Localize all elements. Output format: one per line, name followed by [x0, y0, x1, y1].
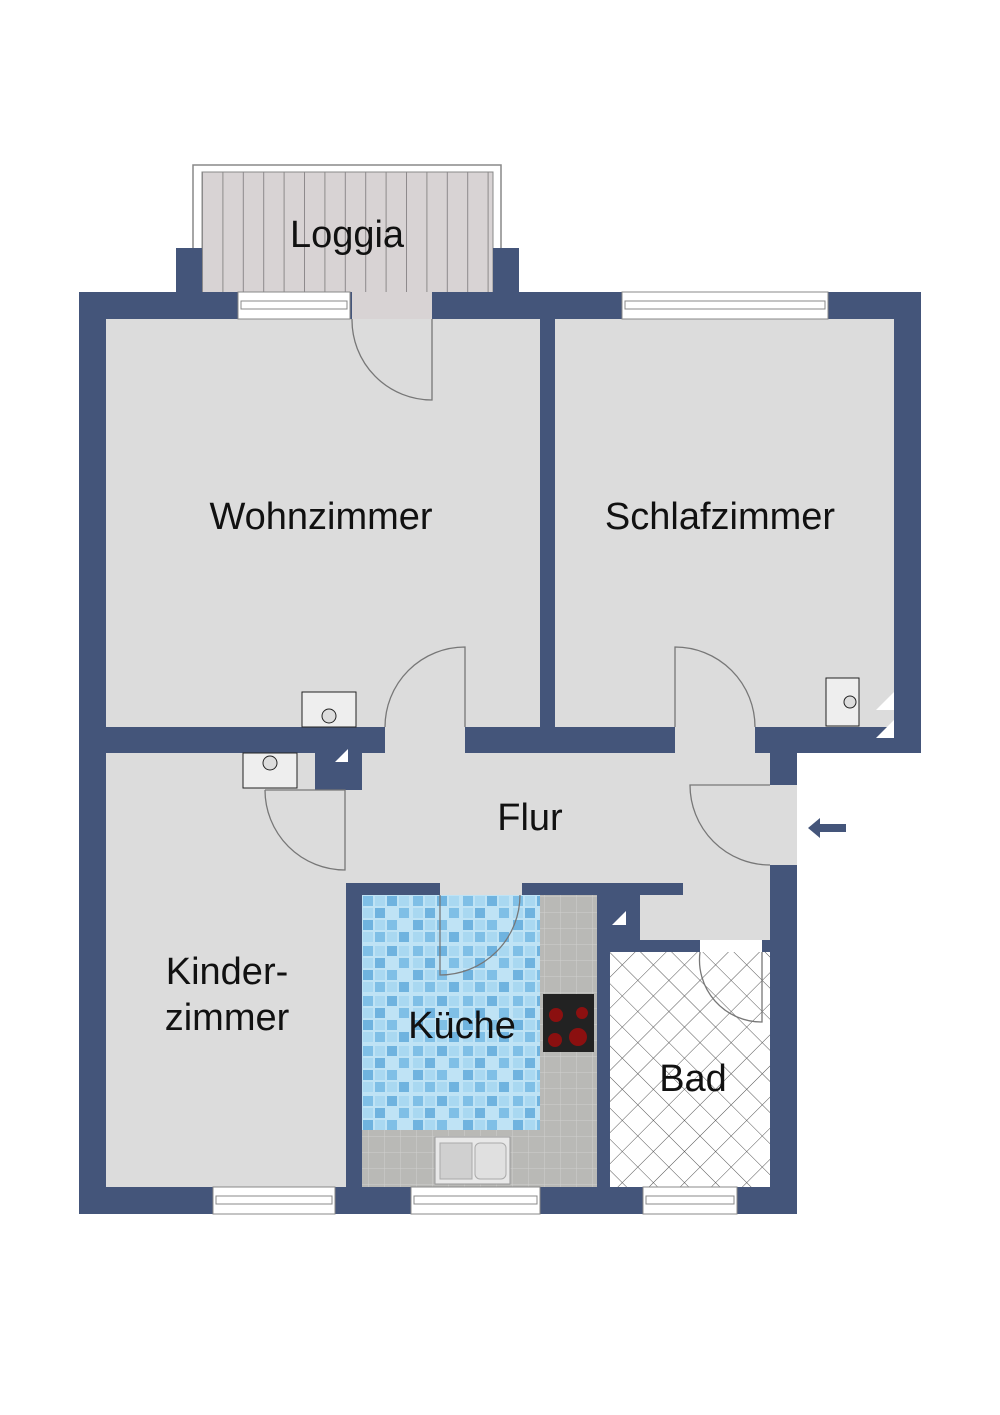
windows	[212, 291, 829, 1215]
wohnzimmer-floor	[106, 319, 540, 727]
room-label-kueche: Küche	[408, 1005, 516, 1047]
door-schlafzimmer-opening	[675, 727, 755, 753]
room-label-bad: Bad	[659, 1058, 727, 1100]
stove-icon	[543, 994, 594, 1052]
room-label-kinderzimmer-1: Kinder-	[166, 951, 289, 993]
door-bad-opening	[700, 940, 762, 952]
room-label-flur: Flur	[497, 797, 563, 839]
room-label-schlafzimmer: Schlafzimmer	[605, 496, 835, 538]
door-loggia-opening	[352, 292, 432, 319]
arrow-left-icon	[808, 818, 846, 838]
room-label-kinderzimmer-2: zimmer	[165, 997, 290, 1039]
loggia	[176, 164, 519, 307]
kinderzimmer-opening	[106, 790, 346, 870]
room-label-wohnzimmer: Wohnzimmer	[209, 496, 432, 538]
flur-floor	[346, 753, 797, 940]
door-swings	[264, 318, 771, 1023]
bad-floor	[610, 952, 770, 1187]
door-wohnzimmer-opening	[385, 727, 465, 753]
schlafzimmer-floor	[555, 319, 894, 727]
sink-icon	[434, 1136, 511, 1185]
shaft	[315, 745, 362, 790]
shaft-triangle-icon	[335, 692, 894, 925]
door-kueche-opening	[440, 883, 522, 895]
radiator-icon	[242, 677, 860, 789]
room-label-loggia: Loggia	[290, 214, 405, 256]
